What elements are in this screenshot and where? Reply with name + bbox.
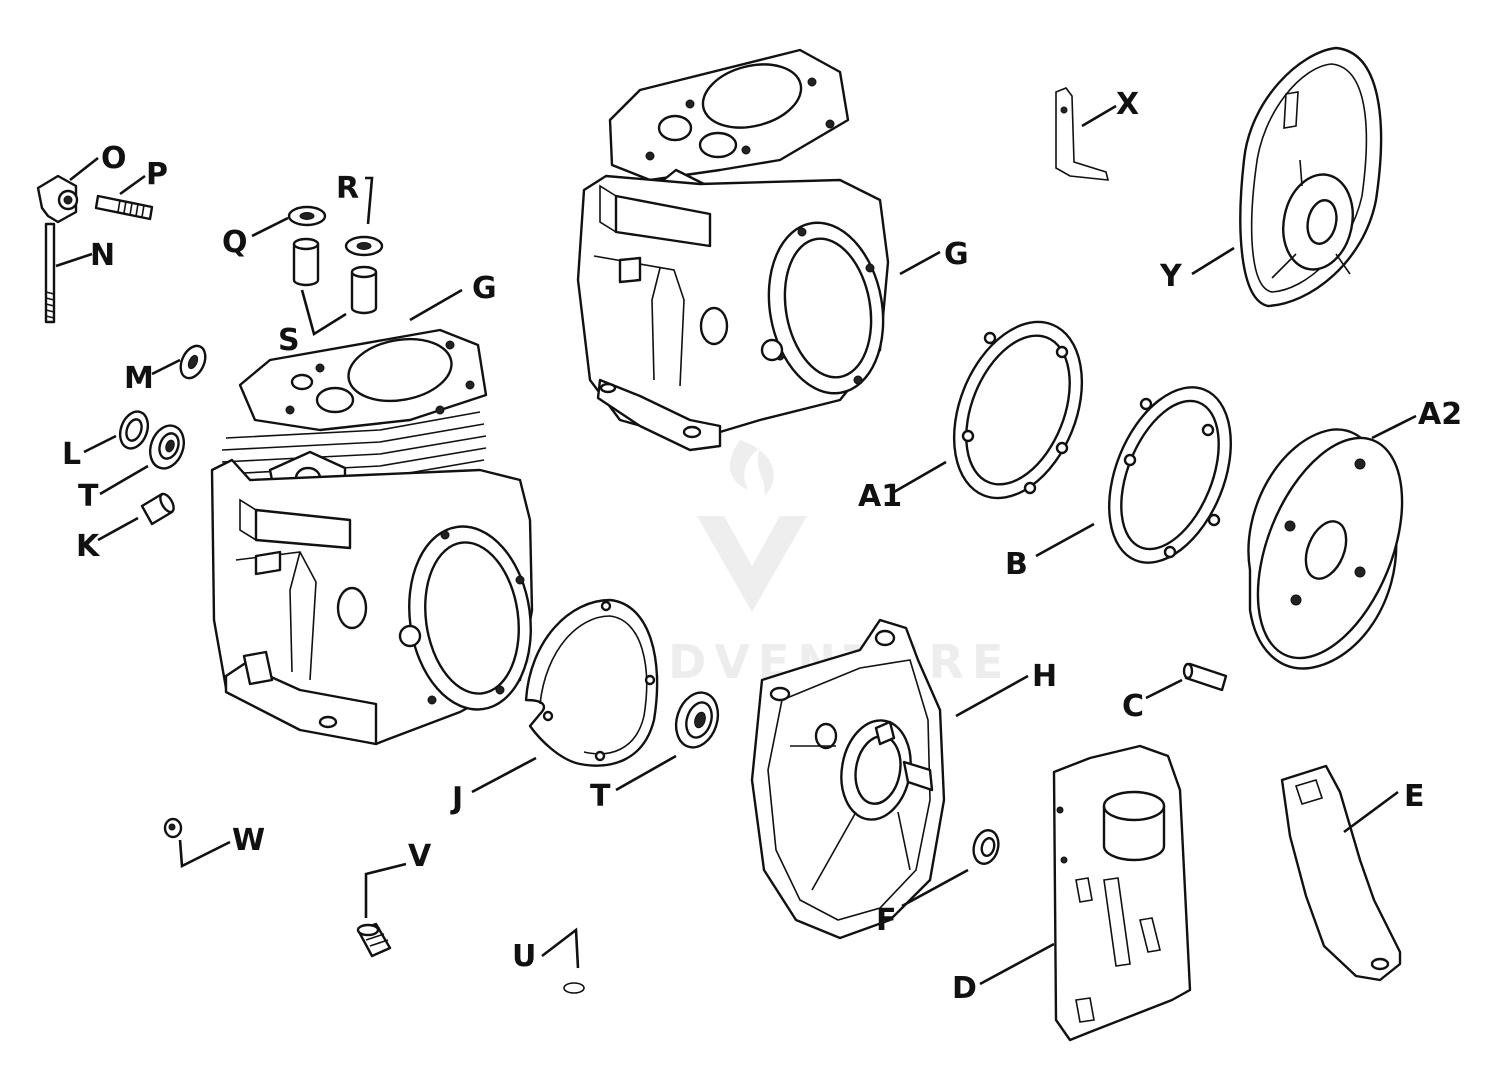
part-washer-m xyxy=(179,344,207,380)
label-y: Y xyxy=(1159,259,1183,294)
label-s: S xyxy=(278,323,300,358)
part-bearing-t-left xyxy=(148,424,186,470)
label-e: E xyxy=(1404,779,1425,814)
part-small-bracket-x xyxy=(1055,87,1110,181)
label-n: N xyxy=(90,238,115,273)
part-pin-c xyxy=(1182,662,1228,692)
label-j: J xyxy=(450,781,463,816)
part-mounting-plate-d xyxy=(1052,744,1192,1042)
label-x: X xyxy=(1116,87,1139,122)
label-l: L xyxy=(62,437,81,472)
label-u: U xyxy=(512,939,536,974)
part-pipe-plug-v xyxy=(356,922,392,958)
part-bearing-t-right xyxy=(674,691,720,749)
part-bearing-plate-h xyxy=(750,618,946,940)
label-f: F xyxy=(876,903,897,938)
part-cylinder-block-rear xyxy=(576,48,890,452)
part-bracket-e xyxy=(1280,764,1402,982)
part-bushing-k xyxy=(140,492,175,526)
label-g-front-block: G xyxy=(472,271,497,306)
part-washer-tube-q xyxy=(287,205,327,287)
part-gasket-a1 xyxy=(952,320,1084,500)
part-washer-tube-r xyxy=(344,235,384,315)
label-p: P xyxy=(146,157,168,192)
label-t-left: T xyxy=(78,479,99,514)
part-cylinder-block-front xyxy=(210,328,534,746)
label-b: B xyxy=(1005,547,1028,582)
label-h: H xyxy=(1032,659,1057,694)
label-m: M xyxy=(124,361,154,396)
label-w: W xyxy=(232,823,265,858)
part-washer-u xyxy=(563,982,585,994)
leader-lines xyxy=(55,104,1417,986)
label-a2: A2 xyxy=(1418,397,1462,432)
label-d: D xyxy=(952,971,977,1006)
label-g-rear-block: G xyxy=(944,237,969,272)
part-gasket-j xyxy=(524,598,659,767)
label-o: O xyxy=(101,141,127,176)
label-c: C xyxy=(1122,689,1144,724)
part-stud-bolt xyxy=(44,222,56,324)
part-gasket-b xyxy=(1108,386,1232,564)
label-a1: A1 xyxy=(858,479,902,514)
label-k: K xyxy=(76,529,101,564)
part-adapter-plate-a2 xyxy=(1247,428,1404,670)
part-oil-seal-l xyxy=(118,410,150,450)
label-t-right: T xyxy=(590,779,611,814)
part-elbow-fitting xyxy=(36,174,79,224)
part-pipe-nipple xyxy=(94,194,154,221)
part-oil-seal-f xyxy=(972,829,1000,865)
part-nut-w xyxy=(163,817,183,839)
label-v: V xyxy=(408,839,432,874)
part-gear-cover-y xyxy=(1239,46,1383,308)
label-q: Q xyxy=(222,225,248,260)
label-r: R xyxy=(336,171,359,206)
